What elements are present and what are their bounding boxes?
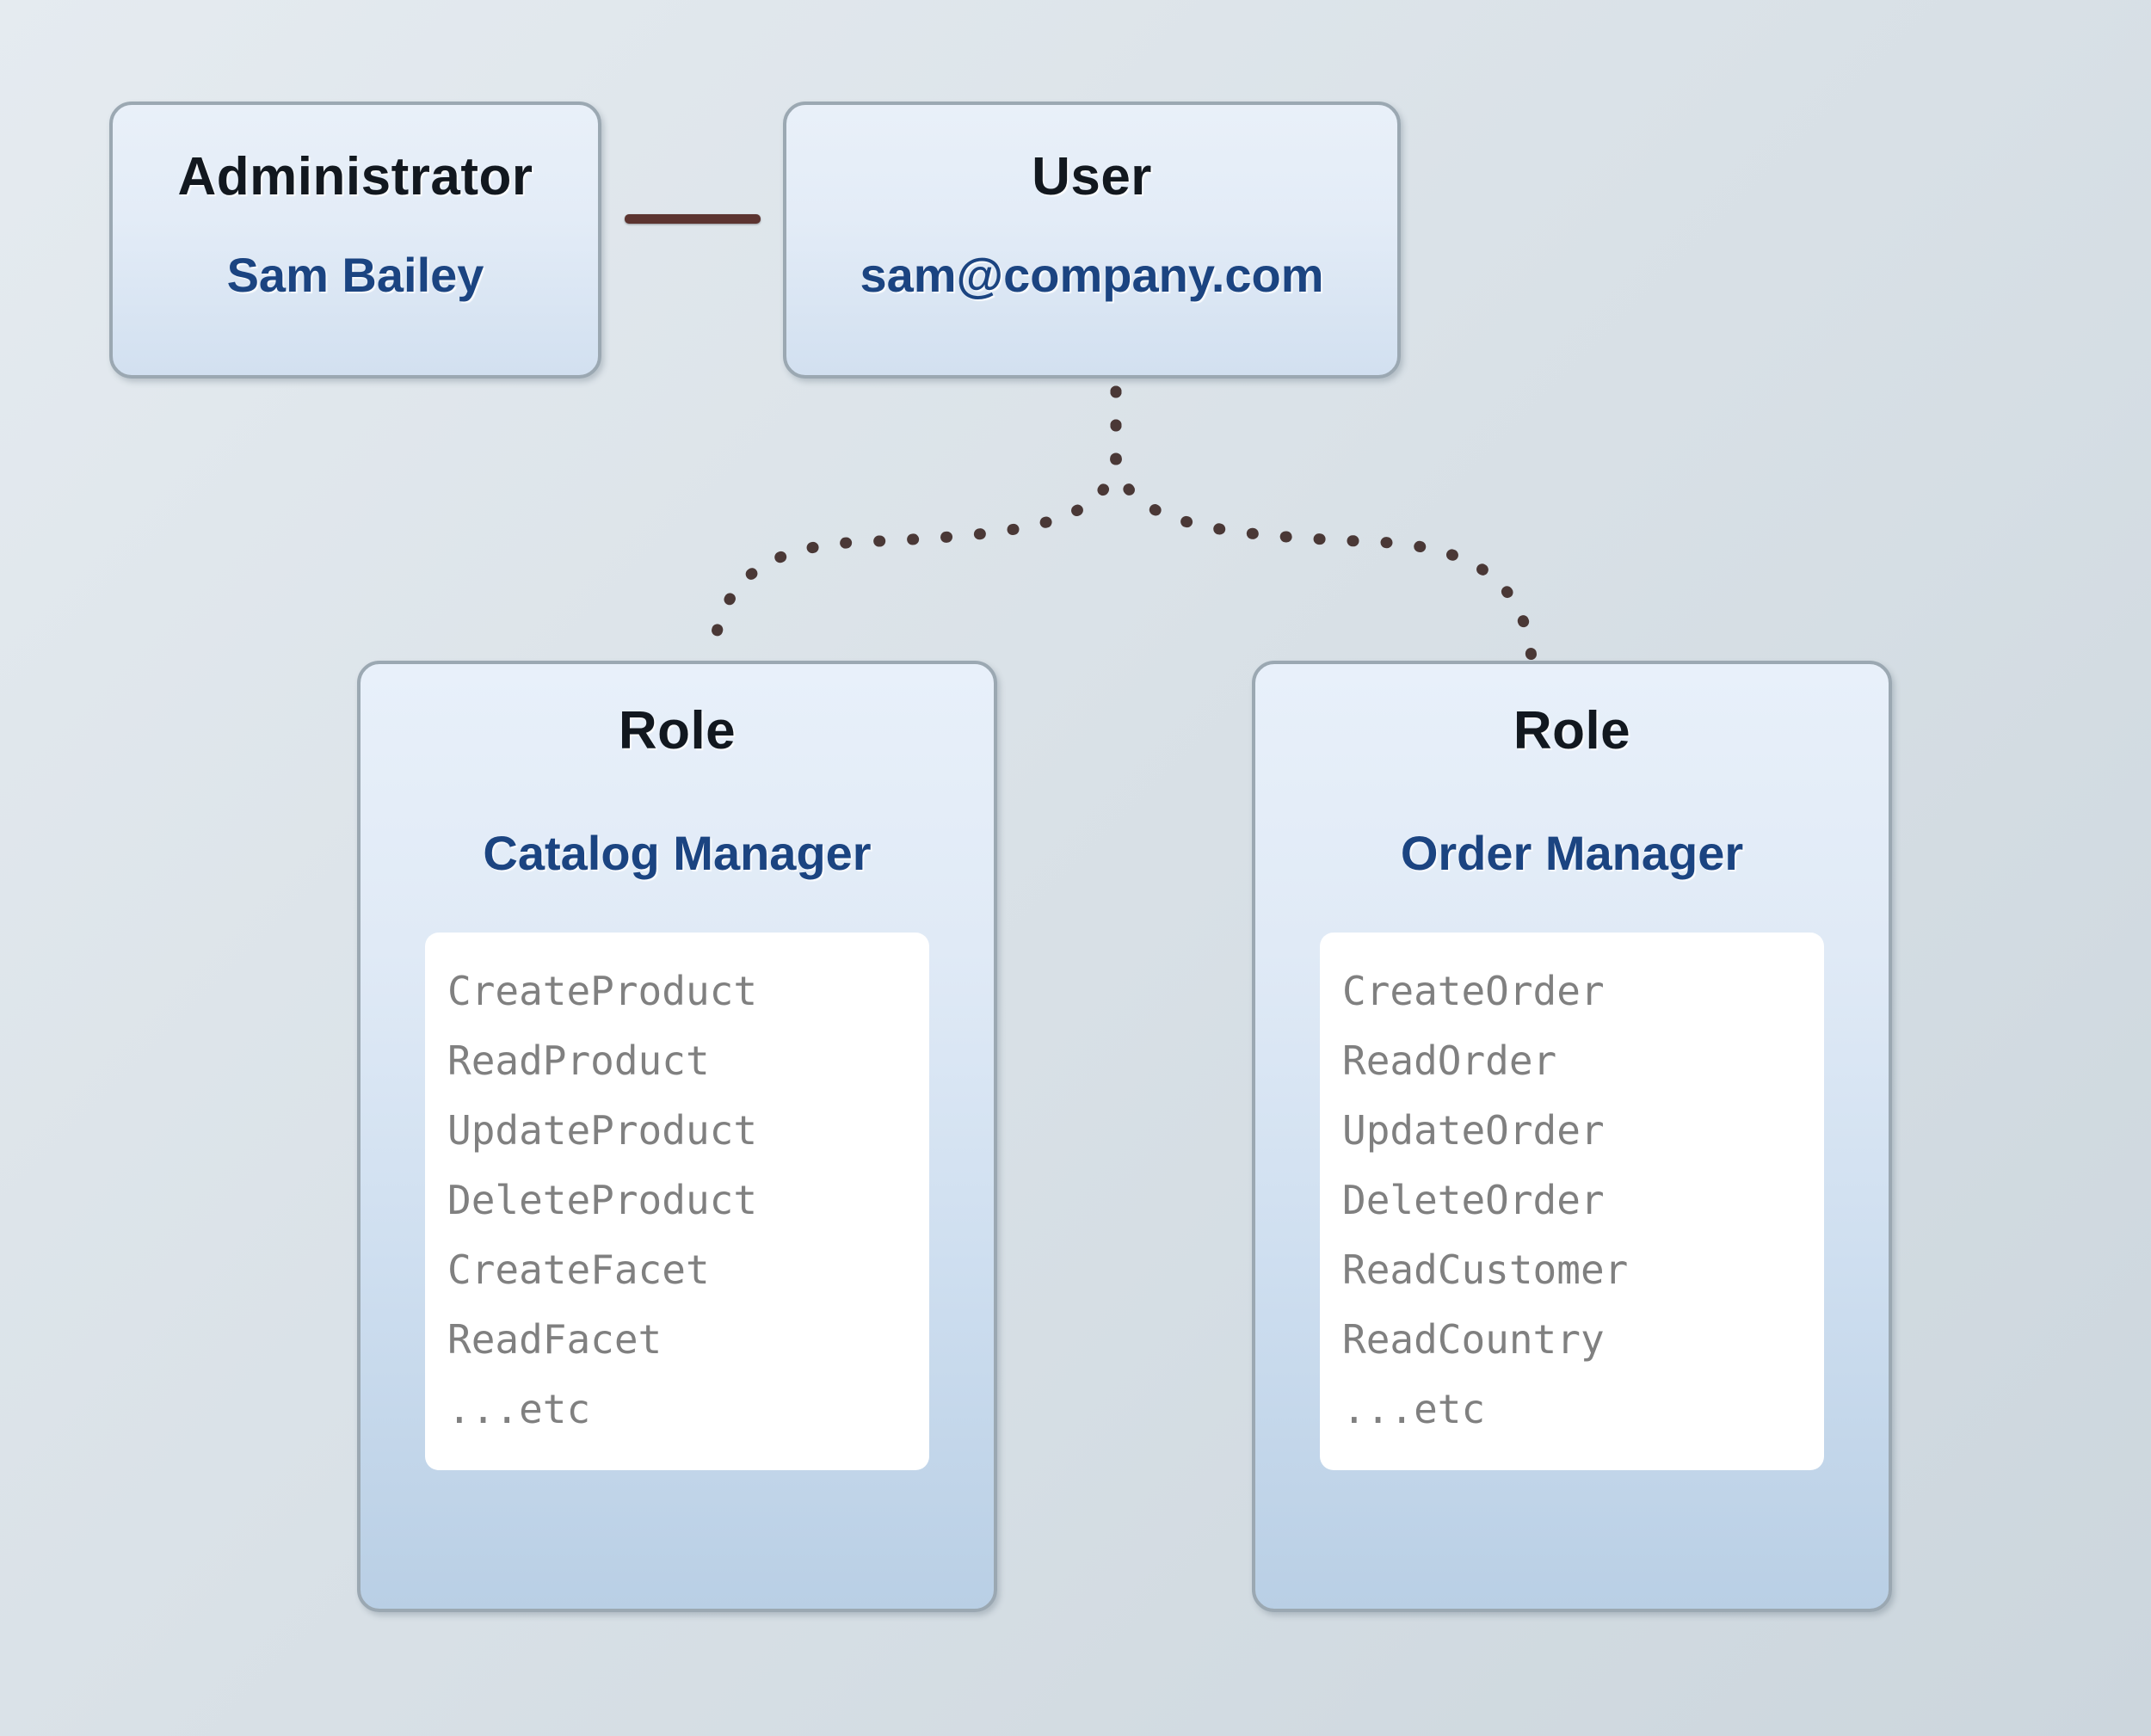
connector-to-catalog-manager xyxy=(706,385,1122,664)
permission-item: CreateFacet xyxy=(447,1247,710,1293)
permission-item: CreateOrder xyxy=(1342,968,1605,1014)
permission-item: UpdateOrder xyxy=(1342,1107,1605,1154)
permission-item: ReadProduct xyxy=(447,1037,710,1084)
permission-item: ReadCustomer xyxy=(1342,1247,1629,1293)
administrator-name: Sam Bailey xyxy=(226,248,484,302)
user-email: sam@company.com xyxy=(860,248,1324,302)
user-title: User xyxy=(1032,147,1152,206)
permission-item: ReadCountry xyxy=(1342,1316,1605,1363)
role-name: Catalog Manager xyxy=(483,826,872,880)
user-node[interactable]: User sam@company.com xyxy=(783,102,1401,379)
permission-item: DeleteOrder xyxy=(1342,1177,1605,1223)
permission-item: DeleteProduct xyxy=(447,1177,758,1223)
role-name: Order Manager xyxy=(1400,826,1744,880)
permission-item: ReadOrder xyxy=(1342,1037,1557,1084)
permission-item: ...etc xyxy=(447,1386,591,1432)
role-title: Role xyxy=(618,701,737,760)
permission-item: ...etc xyxy=(1342,1386,1486,1432)
permission-item: UpdateProduct xyxy=(447,1107,758,1154)
role-title: Role xyxy=(1513,701,1631,760)
association-line xyxy=(625,214,761,224)
administrator-node[interactable]: Administrator Sam Bailey xyxy=(109,102,601,379)
permission-item: ReadFacet xyxy=(447,1316,663,1363)
permission-item: CreateProduct xyxy=(447,968,758,1014)
administrator-title: Administrator xyxy=(177,147,533,206)
connector-to-order-manager xyxy=(1110,385,1538,664)
